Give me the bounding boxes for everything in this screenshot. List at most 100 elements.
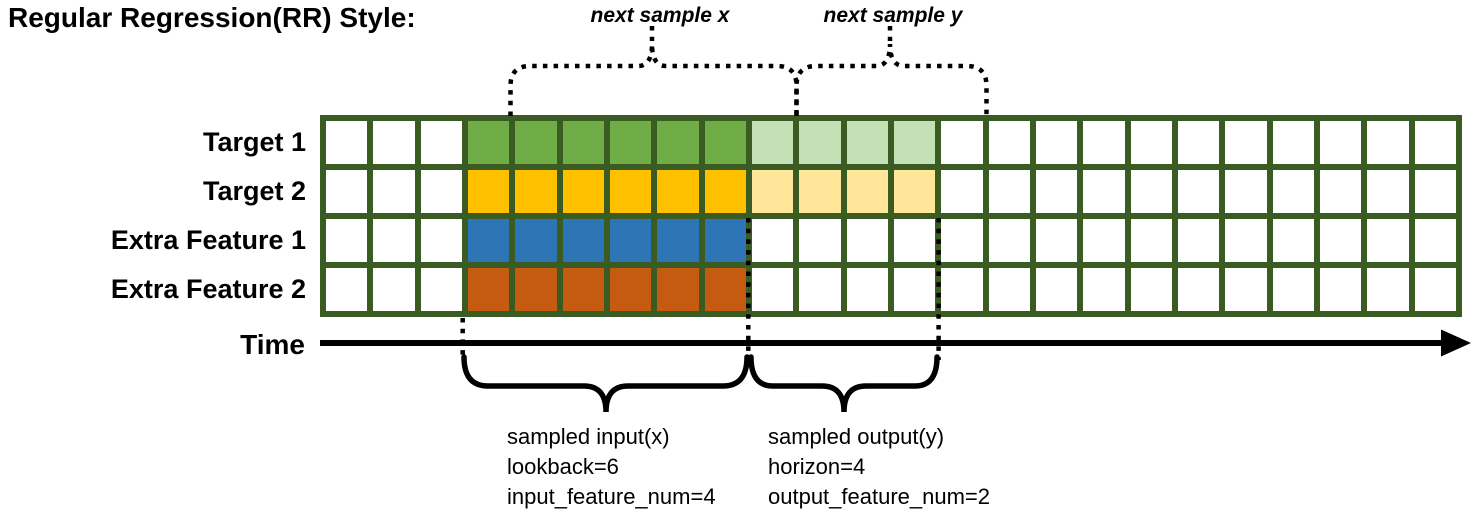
grid-cell — [1130, 170, 1172, 213]
grid-cell — [1177, 121, 1220, 164]
grid-cell — [1225, 219, 1267, 262]
grid-cell — [1035, 219, 1078, 262]
grid-cell — [799, 170, 841, 213]
row-label-target-2: Target 2 — [202, 176, 306, 206]
grid-cell — [846, 219, 888, 262]
grid-cell — [1319, 219, 1362, 262]
grid-cell — [1414, 219, 1456, 262]
grid-cell — [420, 170, 462, 213]
grid-cell — [420, 268, 462, 311]
grid-cell — [609, 121, 652, 164]
grid-cell — [893, 170, 936, 213]
grid-cell — [1177, 170, 1220, 213]
grid-cell — [941, 170, 983, 213]
grid-cell — [893, 121, 936, 164]
grid-cell — [326, 170, 368, 213]
grid-cell — [515, 170, 557, 213]
grid-cell — [562, 170, 604, 213]
grid-cell — [1083, 121, 1125, 164]
grid-cell — [467, 170, 510, 213]
grid-cell — [846, 121, 888, 164]
grid-cell — [799, 121, 841, 164]
grid-cell — [562, 268, 604, 311]
grid-cell — [1414, 268, 1456, 311]
grid-cell — [420, 219, 462, 262]
grid-cell — [846, 268, 888, 311]
sample-grid — [320, 115, 1462, 317]
grid-cell — [420, 121, 462, 164]
grid-cell — [799, 219, 841, 262]
grid-cell — [657, 121, 699, 164]
grid-cell — [1367, 268, 1409, 311]
grid-cell — [1130, 268, 1172, 311]
grid-cell — [704, 219, 746, 262]
grid-cell — [1414, 170, 1456, 213]
row-label-target-1: Target 1 — [202, 127, 306, 157]
grid-cell — [1319, 268, 1362, 311]
next-sample-x-label: next sample x — [590, 4, 730, 27]
grid-cell — [562, 121, 604, 164]
grid-cell — [751, 268, 794, 311]
grid-cell — [1367, 121, 1409, 164]
grid-cell — [467, 268, 510, 311]
grid-cell — [846, 170, 888, 213]
row-label-extra-feature-1: Extra Feature 1 — [110, 225, 306, 255]
grid-cell — [751, 121, 794, 164]
grid-cell — [562, 219, 604, 262]
sampled-output-annotation: sampled output(y) horizon=4 output_featu… — [768, 422, 990, 512]
grid-cell — [1272, 219, 1314, 262]
grid-cell — [799, 268, 841, 311]
grid-cell — [326, 219, 368, 262]
sampled-input-annotation: sampled input(x) lookback=6 input_featur… — [507, 422, 716, 512]
sampled-output-brace — [748, 354, 940, 413]
sampled-output-line: sampled output(y) — [768, 424, 945, 449]
grid-cell — [1272, 268, 1314, 311]
grid-cell — [941, 121, 983, 164]
grid-cell — [988, 121, 1030, 164]
grid-cell — [1083, 219, 1125, 262]
grid-cell — [1319, 170, 1362, 213]
time-axis-arrowhead — [1441, 329, 1471, 357]
grid-cell — [704, 268, 746, 311]
grid-cell — [515, 121, 557, 164]
grid-cell — [1225, 121, 1267, 164]
grid-cell — [1414, 121, 1456, 164]
grid-cell — [751, 219, 794, 262]
time-axis-label: Time — [240, 329, 305, 360]
grid-cell — [326, 121, 368, 164]
grid-cell — [704, 170, 746, 213]
grid-cell — [1225, 170, 1267, 213]
grid-cell — [941, 268, 983, 311]
grid-cell — [515, 219, 557, 262]
grid-cell — [1035, 170, 1078, 213]
grid-cell — [1177, 268, 1220, 311]
grid-cell — [373, 121, 415, 164]
grid-cell — [704, 121, 746, 164]
grid-cell — [1130, 219, 1172, 262]
grid-cell — [515, 268, 557, 311]
grid-cell — [988, 219, 1030, 262]
page-title: Regular Regression(RR) Style: — [8, 2, 416, 33]
next-sample-x-brace — [508, 43, 799, 116]
grid-cell — [467, 219, 510, 262]
grid-cell — [941, 219, 983, 262]
grid-cell — [1367, 170, 1409, 213]
output-feature-num-line: output_feature_num=2 — [768, 484, 991, 509]
grid-cell — [751, 170, 794, 213]
grid-cell — [988, 268, 1030, 311]
grid-cell — [1177, 219, 1220, 262]
grid-cell — [609, 268, 652, 311]
grid-cell — [657, 170, 699, 213]
grid-cell — [326, 268, 368, 311]
grid-cell — [657, 268, 699, 311]
grid-cell — [893, 219, 936, 262]
lookback-line: lookback=6 — [507, 454, 619, 479]
grid-cell — [1272, 170, 1314, 213]
grid-cell — [657, 219, 699, 262]
grid-cell — [373, 219, 415, 262]
grid-cell — [1083, 170, 1125, 213]
grid-cell — [1319, 121, 1362, 164]
row-label-extra-feature-2: Extra Feature 2 — [110, 274, 306, 304]
grid-cell — [373, 268, 415, 311]
grid-cell — [1367, 219, 1409, 262]
